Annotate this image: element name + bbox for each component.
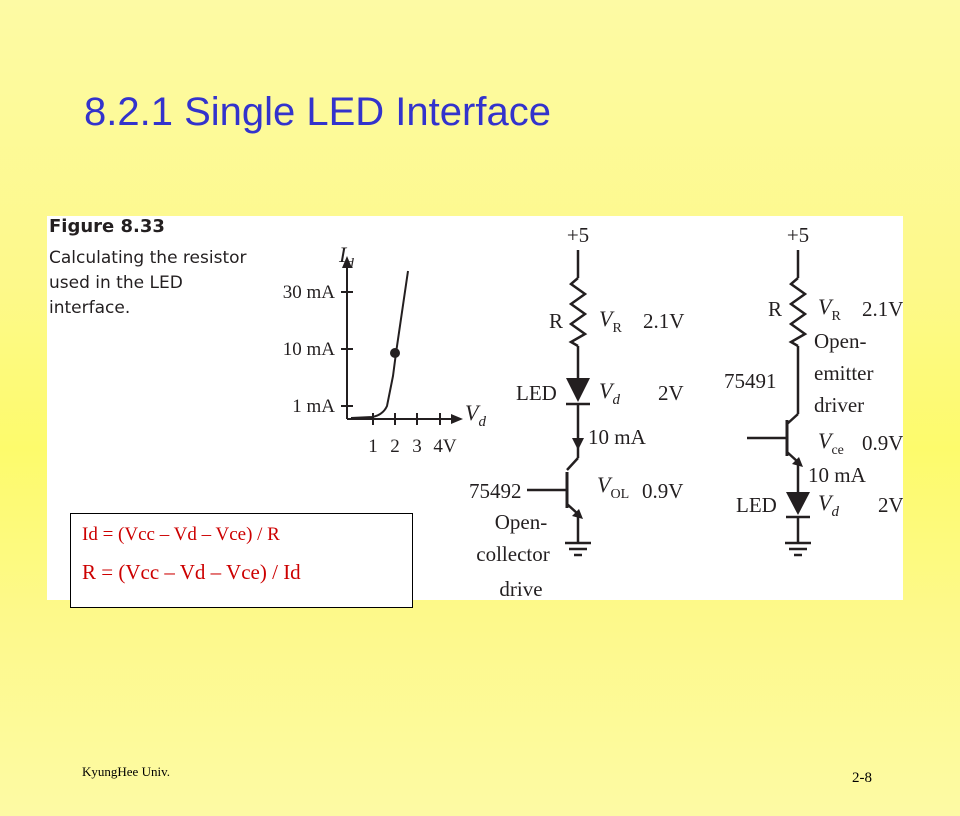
x-axis-arrow xyxy=(451,414,463,424)
oe-desc-line: Open- xyxy=(814,329,866,353)
oe-vd-label: Vd xyxy=(818,490,839,520)
y-tick-label: 10 mA xyxy=(283,339,336,360)
oe-vr-value: 2.1V xyxy=(862,297,903,321)
oc-chip-label: 75492 xyxy=(469,479,522,503)
figure-label: Figure 8.33 xyxy=(49,216,165,237)
oe-led-label: LED xyxy=(736,493,777,517)
y-tick-label: 1 mA xyxy=(292,396,335,417)
iv-graph xyxy=(341,256,463,425)
led-diode xyxy=(786,492,810,515)
oe-supply-label: +5 xyxy=(787,223,809,247)
x-tick-label: 3 xyxy=(412,436,422,457)
oc-desc-line: drive xyxy=(499,577,542,600)
x-tick-label: 4V xyxy=(433,436,457,457)
led-iv-curve xyxy=(350,270,409,419)
oe-vd-value: 2V xyxy=(878,493,903,517)
open-collector-circuit xyxy=(527,250,591,557)
formula-box: Id = (Vcc – Vd – Vce) / R R = (Vcc – Vd … xyxy=(70,513,413,608)
oe-vce-value: 0.9V xyxy=(862,431,903,455)
oc-vd-value: 2V xyxy=(658,381,684,405)
oe-vce-label: Vce xyxy=(818,428,844,458)
page-number: 2-8 xyxy=(852,770,872,786)
oc-desc-line: collector xyxy=(476,542,549,566)
y-tick-label: 30 mA xyxy=(283,282,336,303)
figure-diagram: Id 30 mA 10 mA 1 mA Vd 1 2 3 4V +5 xyxy=(283,223,903,600)
oc-desc-line: Open- xyxy=(495,510,547,534)
resistor xyxy=(788,277,808,348)
oe-resistor-label: R xyxy=(768,297,782,321)
oe-desc-line: emitter xyxy=(814,361,873,385)
y-axis-arrow xyxy=(342,256,352,268)
x-axis-label: Vd xyxy=(465,400,486,430)
y-axis-label: Id xyxy=(338,242,354,272)
slide-title: 8.2.1 Single LED Interface xyxy=(84,90,551,134)
oc-supply-label: +5 xyxy=(567,223,589,247)
oc-resistor-label: R xyxy=(549,309,563,333)
oe-vr-label: VR xyxy=(818,294,841,324)
open-emitter-circuit xyxy=(747,250,811,557)
oc-current-label: 10 mA xyxy=(588,425,647,449)
x-tick-label: 1 xyxy=(368,436,378,457)
oc-led-label: LED xyxy=(516,381,557,405)
oe-chip-label: 75491 xyxy=(724,369,777,393)
resistor xyxy=(568,277,588,348)
oc-vol-label: VOL xyxy=(597,472,629,502)
oe-desc-line: driver xyxy=(814,393,864,417)
oc-vr-label: VR xyxy=(599,306,622,336)
x-tick-label: 2 xyxy=(390,436,400,457)
led-diode xyxy=(566,378,590,402)
formula-resistor: R = (Vcc – Vd – Vce) / Id xyxy=(82,560,301,584)
formula-current: Id = (Vcc – Vd – Vce) / R xyxy=(82,524,280,545)
oc-vd-label: Vd xyxy=(599,378,620,408)
operating-point xyxy=(390,348,400,358)
oe-current-label: 10 mA xyxy=(808,463,867,487)
figure-caption: Calculating the resistor used in the LED… xyxy=(49,248,247,318)
footer-university: KyungHee Univ. xyxy=(82,764,170,779)
oc-vr-value: 2.1V xyxy=(643,309,684,333)
oc-vol-value: 0.9V xyxy=(642,479,683,503)
